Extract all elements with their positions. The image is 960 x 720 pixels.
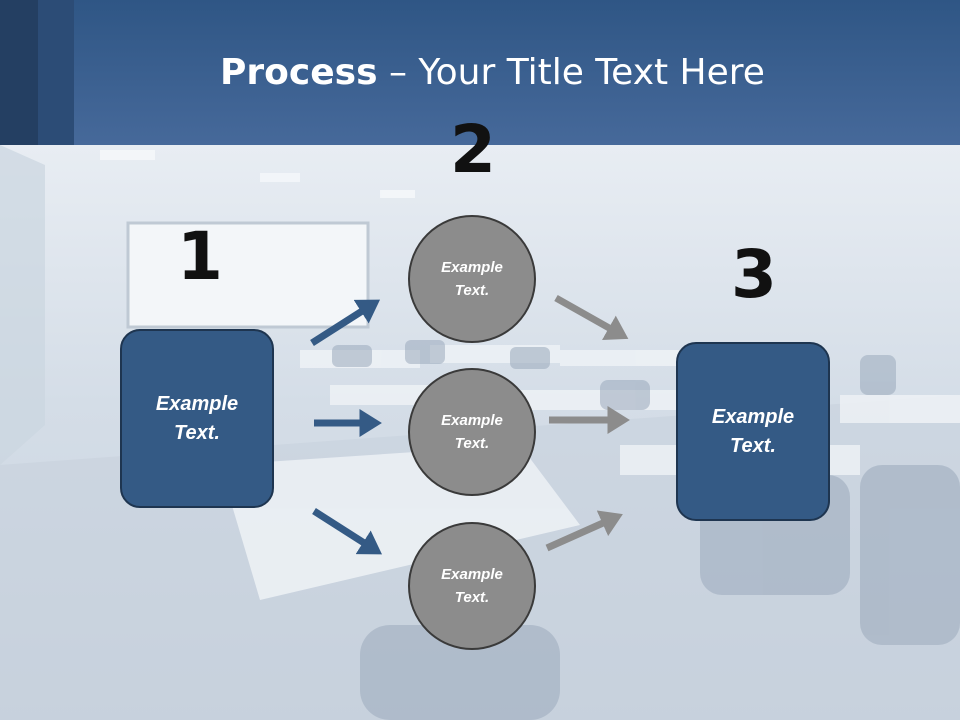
process-circle-bottom-label: Example Text.	[441, 566, 503, 606]
step-number-2: 2	[450, 111, 496, 188]
process-box-start-label: Example Text.	[155, 392, 239, 444]
process-box-start: Example Text.	[120, 329, 274, 508]
arrow-box1-to-circle-top	[310, 299, 381, 346]
step-number-1: 1	[177, 218, 223, 295]
process-circle-middle-label: Example Text.	[441, 412, 503, 452]
process-circle-top-label: Example Text.	[441, 259, 503, 299]
header-accent-strip	[38, 0, 74, 145]
title-bold: Process	[220, 52, 378, 93]
process-circle-bottom: Example Text.	[408, 522, 536, 650]
process-circle-middle: Example Text.	[408, 368, 536, 496]
header-accent-strip	[0, 0, 38, 145]
process-box-end: Example Text.	[676, 342, 830, 521]
title-rest: – Your Title Text Here	[377, 52, 765, 93]
arrow-circle-bottom-to-box3	[545, 510, 623, 552]
arrow-box1-to-circle-bottom	[312, 508, 383, 555]
slide-header: Process – Your Title Text Here	[0, 0, 960, 145]
process-box-end-label: Example Text.	[711, 405, 795, 457]
step-number-3: 3	[731, 236, 777, 313]
arrow-circle-top-to-box3	[554, 294, 629, 341]
process-circle-top: Example Text.	[408, 215, 536, 343]
slide-title: Process – Your Title Text Here	[0, 52, 960, 93]
